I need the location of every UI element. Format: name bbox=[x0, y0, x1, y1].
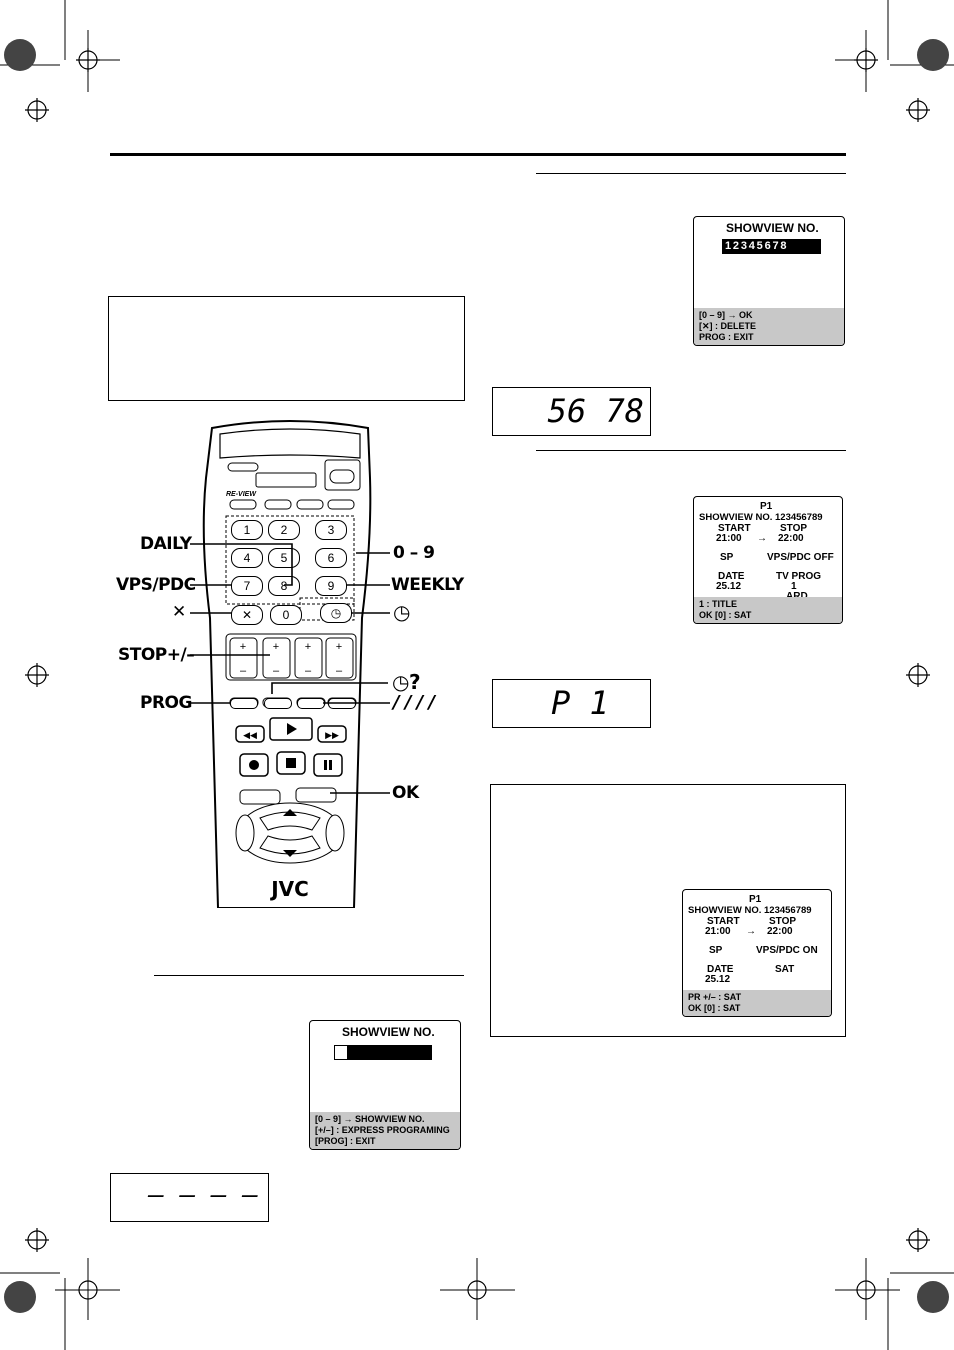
osd-footer: PR +/– : SAT OK [0] : SAT bbox=[683, 990, 831, 1016]
start-label: START bbox=[707, 916, 740, 927]
display-text: P 1 bbox=[551, 684, 609, 722]
clock-question-icon: ◷? bbox=[392, 670, 421, 694]
front-display-1: – – – – bbox=[110, 1173, 269, 1222]
key-0[interactable]: 0 bbox=[270, 605, 302, 625]
callout-digits: 0 – 9 bbox=[393, 543, 435, 563]
step-rule-left-1 bbox=[154, 975, 464, 976]
display-text: 56 78 bbox=[547, 392, 644, 430]
step-rule-right-2 bbox=[536, 450, 846, 451]
remote-control: + + + + – – – – ◀◀ ▶▶ JVC RE-VIEW bbox=[200, 418, 380, 908]
key-4[interactable]: 4 bbox=[231, 548, 263, 568]
clock-icon: ◷ bbox=[330, 606, 342, 620]
svg-text:+: + bbox=[305, 641, 311, 653]
key-7[interactable]: 7 bbox=[231, 576, 263, 596]
program-number: P1 bbox=[749, 894, 762, 905]
callout-stop-plus-minus: STOP+/– bbox=[118, 645, 195, 665]
stop-label: STOP bbox=[769, 916, 797, 927]
clock-icon: ◷ bbox=[393, 600, 410, 624]
entry-cursor bbox=[812, 239, 821, 254]
header-rule bbox=[110, 153, 846, 156]
tv-prog-number: 1 bbox=[791, 581, 797, 592]
osd-footer: 1 : TITLE OK [0] : SAT bbox=[694, 597, 842, 623]
svg-text:–: – bbox=[273, 665, 280, 677]
arrow-icon: → bbox=[757, 533, 767, 544]
entry-cursor bbox=[334, 1045, 348, 1060]
osd-program-details: P1 SHOWVIEW NO. 123456789 START STOP 21:… bbox=[693, 496, 843, 624]
arrow-icon: → bbox=[746, 926, 756, 937]
callout-prog: PROG bbox=[140, 693, 192, 713]
svg-text:+: + bbox=[273, 641, 279, 653]
callout-timer-check: ◷? bbox=[392, 670, 421, 694]
svg-text:+: + bbox=[336, 641, 342, 653]
callout-daily-weekly: / / / / bbox=[393, 692, 435, 713]
key-5[interactable]: 5 bbox=[268, 548, 300, 568]
front-display-2: 56 78 bbox=[492, 387, 651, 436]
channel-name: ARD bbox=[786, 591, 808, 602]
svg-text:+: + bbox=[240, 641, 246, 653]
display-text: – – – – bbox=[148, 1180, 258, 1210]
vps-pdc-status: VPS/PDC ON bbox=[756, 945, 818, 956]
start-label: START bbox=[718, 523, 751, 534]
program-number: P1 bbox=[760, 501, 773, 512]
key-6[interactable]: 6 bbox=[315, 548, 347, 568]
date-label: DATE bbox=[707, 964, 734, 975]
callout-vps-pdc: VPS/PDC bbox=[116, 575, 196, 595]
osd-title: SHOWVIEW NO. bbox=[342, 1025, 435, 1039]
key-1[interactable]: 1 bbox=[231, 520, 263, 540]
svg-text:RE-VIEW: RE-VIEW bbox=[226, 491, 257, 498]
osd-showview-entry: SHOWVIEW NO. [0 – 9] → SHOWVIEW NO. [+/–… bbox=[309, 1020, 461, 1150]
timer-key[interactable]: ◷ bbox=[320, 603, 352, 623]
stop-time: 22:00 bbox=[778, 533, 804, 544]
callout-timer: ◷ bbox=[393, 600, 410, 624]
vps-pdc-status: VPS/PDC OFF bbox=[767, 552, 834, 563]
callout-cancel: ✕ bbox=[172, 602, 186, 622]
entry-field bbox=[348, 1045, 432, 1060]
date-label: DATE bbox=[718, 571, 745, 582]
callout-ok: OK bbox=[392, 783, 419, 803]
callout-weekly: WEEKLY bbox=[391, 575, 464, 595]
remote-brand: JVC bbox=[269, 877, 309, 901]
showview-line: SHOWVIEW NO. 123456789 bbox=[688, 905, 812, 916]
start-time: 21:00 bbox=[705, 926, 731, 937]
cancel-key[interactable]: ✕ bbox=[231, 605, 263, 625]
tv-prog-label: TV PROG bbox=[776, 571, 822, 582]
callout-daily: DAILY bbox=[140, 534, 192, 554]
daily-weekly-key[interactable] bbox=[297, 698, 325, 709]
prog-key[interactable] bbox=[230, 698, 258, 709]
stop-label: STOP bbox=[780, 523, 808, 534]
svg-text:–: – bbox=[336, 665, 343, 677]
tape-speed: SP bbox=[709, 945, 723, 956]
stop-time: 22:00 bbox=[767, 926, 793, 937]
aux-key[interactable] bbox=[328, 698, 356, 709]
key-3[interactable]: 3 bbox=[315, 520, 347, 540]
tape-speed: SP bbox=[720, 552, 734, 563]
svg-text:◀◀: ◀◀ bbox=[243, 731, 257, 741]
step-rule-right-1 bbox=[536, 173, 846, 174]
sat-label: SAT bbox=[775, 964, 795, 975]
showview-line: SHOWVIEW NO. 123456789 bbox=[699, 512, 823, 523]
start-time: 21:00 bbox=[716, 533, 742, 544]
showview-number: 12345678 bbox=[725, 240, 789, 252]
date-value: 25.12 bbox=[705, 974, 731, 985]
osd-title: SHOWVIEW NO. bbox=[726, 221, 819, 235]
key-8[interactable]: 8 bbox=[268, 576, 300, 596]
svg-text:–: – bbox=[305, 665, 312, 677]
front-display-3: P 1 bbox=[492, 679, 651, 728]
key-2[interactable]: 2 bbox=[268, 520, 300, 540]
check-key[interactable] bbox=[264, 698, 292, 709]
number-field bbox=[722, 239, 812, 254]
date-value: 25.12 bbox=[716, 581, 742, 592]
osd-footer: [0 – 9] → OK [✕] : DELETE PROG : EXIT bbox=[694, 308, 844, 345]
svg-text:–: – bbox=[240, 665, 247, 677]
key-9[interactable]: 9 bbox=[315, 576, 347, 596]
osd-showview-number: SHOWVIEW NO. 12345678 [0 – 9] → OK [✕] :… bbox=[693, 216, 845, 346]
note-box bbox=[108, 296, 465, 401]
svg-text:▶▶: ▶▶ bbox=[325, 731, 339, 741]
osd-program-sat: P1 SHOWVIEW NO. 123456789 START STOP 21:… bbox=[682, 889, 832, 1017]
osd-footer: [0 – 9] → SHOWVIEW NO. [+/–] : EXPRESS P… bbox=[310, 1112, 460, 1149]
